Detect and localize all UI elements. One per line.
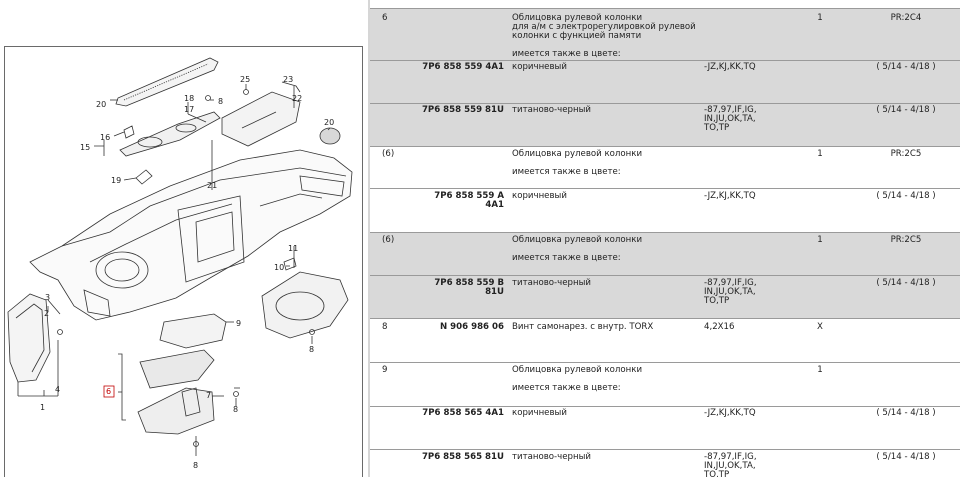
callout-label: 4 — [55, 385, 60, 394]
part-description: Облицовка рулевой колонки имеется также … — [512, 235, 643, 263]
callout-label: 8 — [309, 345, 314, 354]
callout-label: 7 — [206, 391, 211, 400]
part-model-info: ( 5/14 - 4/18 ) — [876, 278, 936, 288]
part-model-info: PR:2C4 — [890, 13, 922, 23]
dashboard-body-shape — [29, 149, 353, 321]
part-description: титаново-черный — [512, 278, 591, 288]
callout-label: 10 — [274, 263, 284, 272]
part-description: коричневый — [512, 408, 567, 418]
callout-labels: 20 25 8 23 22 18 17 16 15 20 19 21 3 2 1… — [40, 75, 334, 470]
position-number: (6) — [382, 235, 395, 245]
part-model-info: PR:2C5 — [890, 149, 922, 159]
bracket-shape — [181, 387, 201, 417]
diagram-frame — [4, 46, 363, 477]
callout-label: 3 — [45, 293, 50, 302]
table-row[interactable]: 7P6 858 559 4A1 коричневый -JZ,KJ,KK,TQ … — [370, 60, 960, 103]
part-description: титаново-черный — [512, 105, 591, 115]
callout-label: 18 — [184, 94, 194, 103]
part-quantity: 1 — [817, 13, 823, 23]
part-number: 7P6 858 559 A 4A1 — [434, 191, 504, 210]
dashboard-exploded-diagram: 20 25 8 23 22 18 17 16 15 20 19 21 3 2 1… — [7, 57, 353, 470]
part-remark: -JZ,KJ,KK,TQ — [704, 62, 756, 72]
part-description: коричневый — [512, 191, 567, 201]
table-row[interactable]: (6) Облицовка рулевой колонки имеется та… — [370, 232, 960, 275]
column-cover-bottom-shape — [137, 387, 215, 435]
part-quantity: 1 — [817, 235, 823, 245]
parts-table: 6 Облицовка рулевой колонки для а/м с эл… — [370, 0, 960, 477]
part-number: 7P6 858 559 B 81U — [434, 278, 504, 297]
part-model-info: ( 5/14 - 4/18 ) — [876, 105, 936, 115]
cluster-cover-shape — [261, 271, 349, 339]
part-number: 7P6 858 559 4A1 — [422, 62, 504, 72]
table-row[interactable]: (6) Облицовка рулевой колонки имеется та… — [370, 146, 960, 188]
table-row[interactable]: 9 Облицовка рулевой колонки имеется такж… — [370, 362, 960, 406]
callout-label: 20 — [324, 118, 334, 127]
callout-label-highlighted: 6 — [106, 387, 111, 396]
part-remark: -87,97,IF,IG, IN,JU,OK,TA, TO,TP — [704, 278, 757, 306]
callout-label: 17 — [184, 105, 194, 114]
table-row[interactable]: 6 Облицовка рулевой колонки для а/м с эл… — [370, 8, 960, 60]
callout-label: 8 — [193, 461, 198, 470]
callout-label: 20 — [96, 100, 106, 109]
part-number: N 906 986 06 — [439, 322, 504, 332]
panel-divider — [368, 0, 370, 477]
callout-label: 2 — [44, 309, 49, 318]
part-number: 7P6 858 559 81U — [421, 105, 504, 115]
position-number: (6) — [382, 149, 395, 159]
part-quantity: 1 — [817, 149, 823, 159]
part-number: 7P6 858 565 4A1 — [422, 408, 504, 418]
table-row[interactable]: 7P6 858 559 B 81U титаново-черный -87,97… — [370, 275, 960, 318]
callout-label: 22 — [292, 94, 302, 103]
position-number: 8 — [382, 322, 388, 332]
vent-assembly-shape — [119, 111, 221, 157]
callout-label: 1 — [40, 403, 45, 412]
part-model-info: ( 5/14 - 4/18 ) — [876, 62, 936, 72]
table-row[interactable]: 7P6 858 565 4A1 коричневый -JZ,KJ,KK,TQ … — [370, 406, 960, 449]
callout-label: 11 — [288, 244, 298, 253]
callout-label: 8 — [233, 405, 238, 414]
table-row[interactable]: 7P6 858 559 A 4A1 коричневый -JZ,KJ,KK,T… — [370, 188, 960, 232]
table-row[interactable]: 7P6 858 559 81U титаново-черный -87,97,I… — [370, 103, 960, 146]
diagram-panel: 20 25 8 23 22 18 17 16 15 20 19 21 3 2 1… — [0, 0, 368, 477]
table-row[interactable]: 7P6 858 565 81U титаново-черный -87,97,I… — [370, 449, 960, 477]
callout-label: 21 — [207, 181, 217, 190]
part-quantity: X — [817, 322, 823, 332]
part-remark: -87,97,IF,IG, IN,JU,OK,TA, TO,TP — [704, 105, 757, 133]
part-description: титаново-черный — [512, 452, 591, 462]
callout-label: 16 — [100, 133, 110, 142]
part-remark: -87,97,IF,IG, IN,JU,OK,TA, TO,TP — [704, 452, 757, 477]
callout-label: 23 — [283, 75, 293, 84]
part-description: Облицовка рулевой колонки имеется также … — [512, 365, 643, 393]
part-model-info: ( 5/14 - 4/18 ) — [876, 452, 936, 462]
position-number: 9 — [382, 365, 388, 375]
callout-label: 19 — [111, 176, 121, 185]
part-description: Облицовка рулевой колонки для а/м с элек… — [512, 13, 696, 59]
part-remark: -JZ,KJ,KK,TQ — [704, 408, 756, 418]
part-remark: -JZ,KJ,KK,TQ — [704, 191, 756, 201]
part-description: Облицовка рулевой колонки имеется также … — [512, 149, 643, 177]
part-model-info: ( 5/14 - 4/18 ) — [876, 191, 936, 201]
position-number: 6 — [382, 13, 388, 23]
round-grille-shape — [319, 127, 341, 145]
part-description: Винт самонарез. с внутр. TORX — [512, 322, 654, 332]
callout-label: 8 — [218, 97, 223, 106]
part-quantity: 1 — [817, 365, 823, 375]
part-remark: 4,2X16 — [704, 322, 735, 332]
part-description: коричневый — [512, 62, 567, 72]
highlight-box — [103, 385, 115, 398]
column-cover-upper-shape — [159, 313, 227, 349]
part-model-info: PR:2C5 — [890, 235, 922, 245]
callout-label: 9 — [236, 319, 241, 328]
table-row[interactable]: 8 N 906 986 06 Винт самонарез. с внутр. … — [370, 318, 960, 362]
callout-label: 25 — [240, 75, 250, 84]
callout-label: 15 — [80, 143, 90, 152]
part-number: 7P6 858 565 81U — [421, 452, 504, 462]
column-cover-lower-shape — [139, 349, 215, 389]
part-model-info: ( 5/14 - 4/18 ) — [876, 408, 936, 418]
